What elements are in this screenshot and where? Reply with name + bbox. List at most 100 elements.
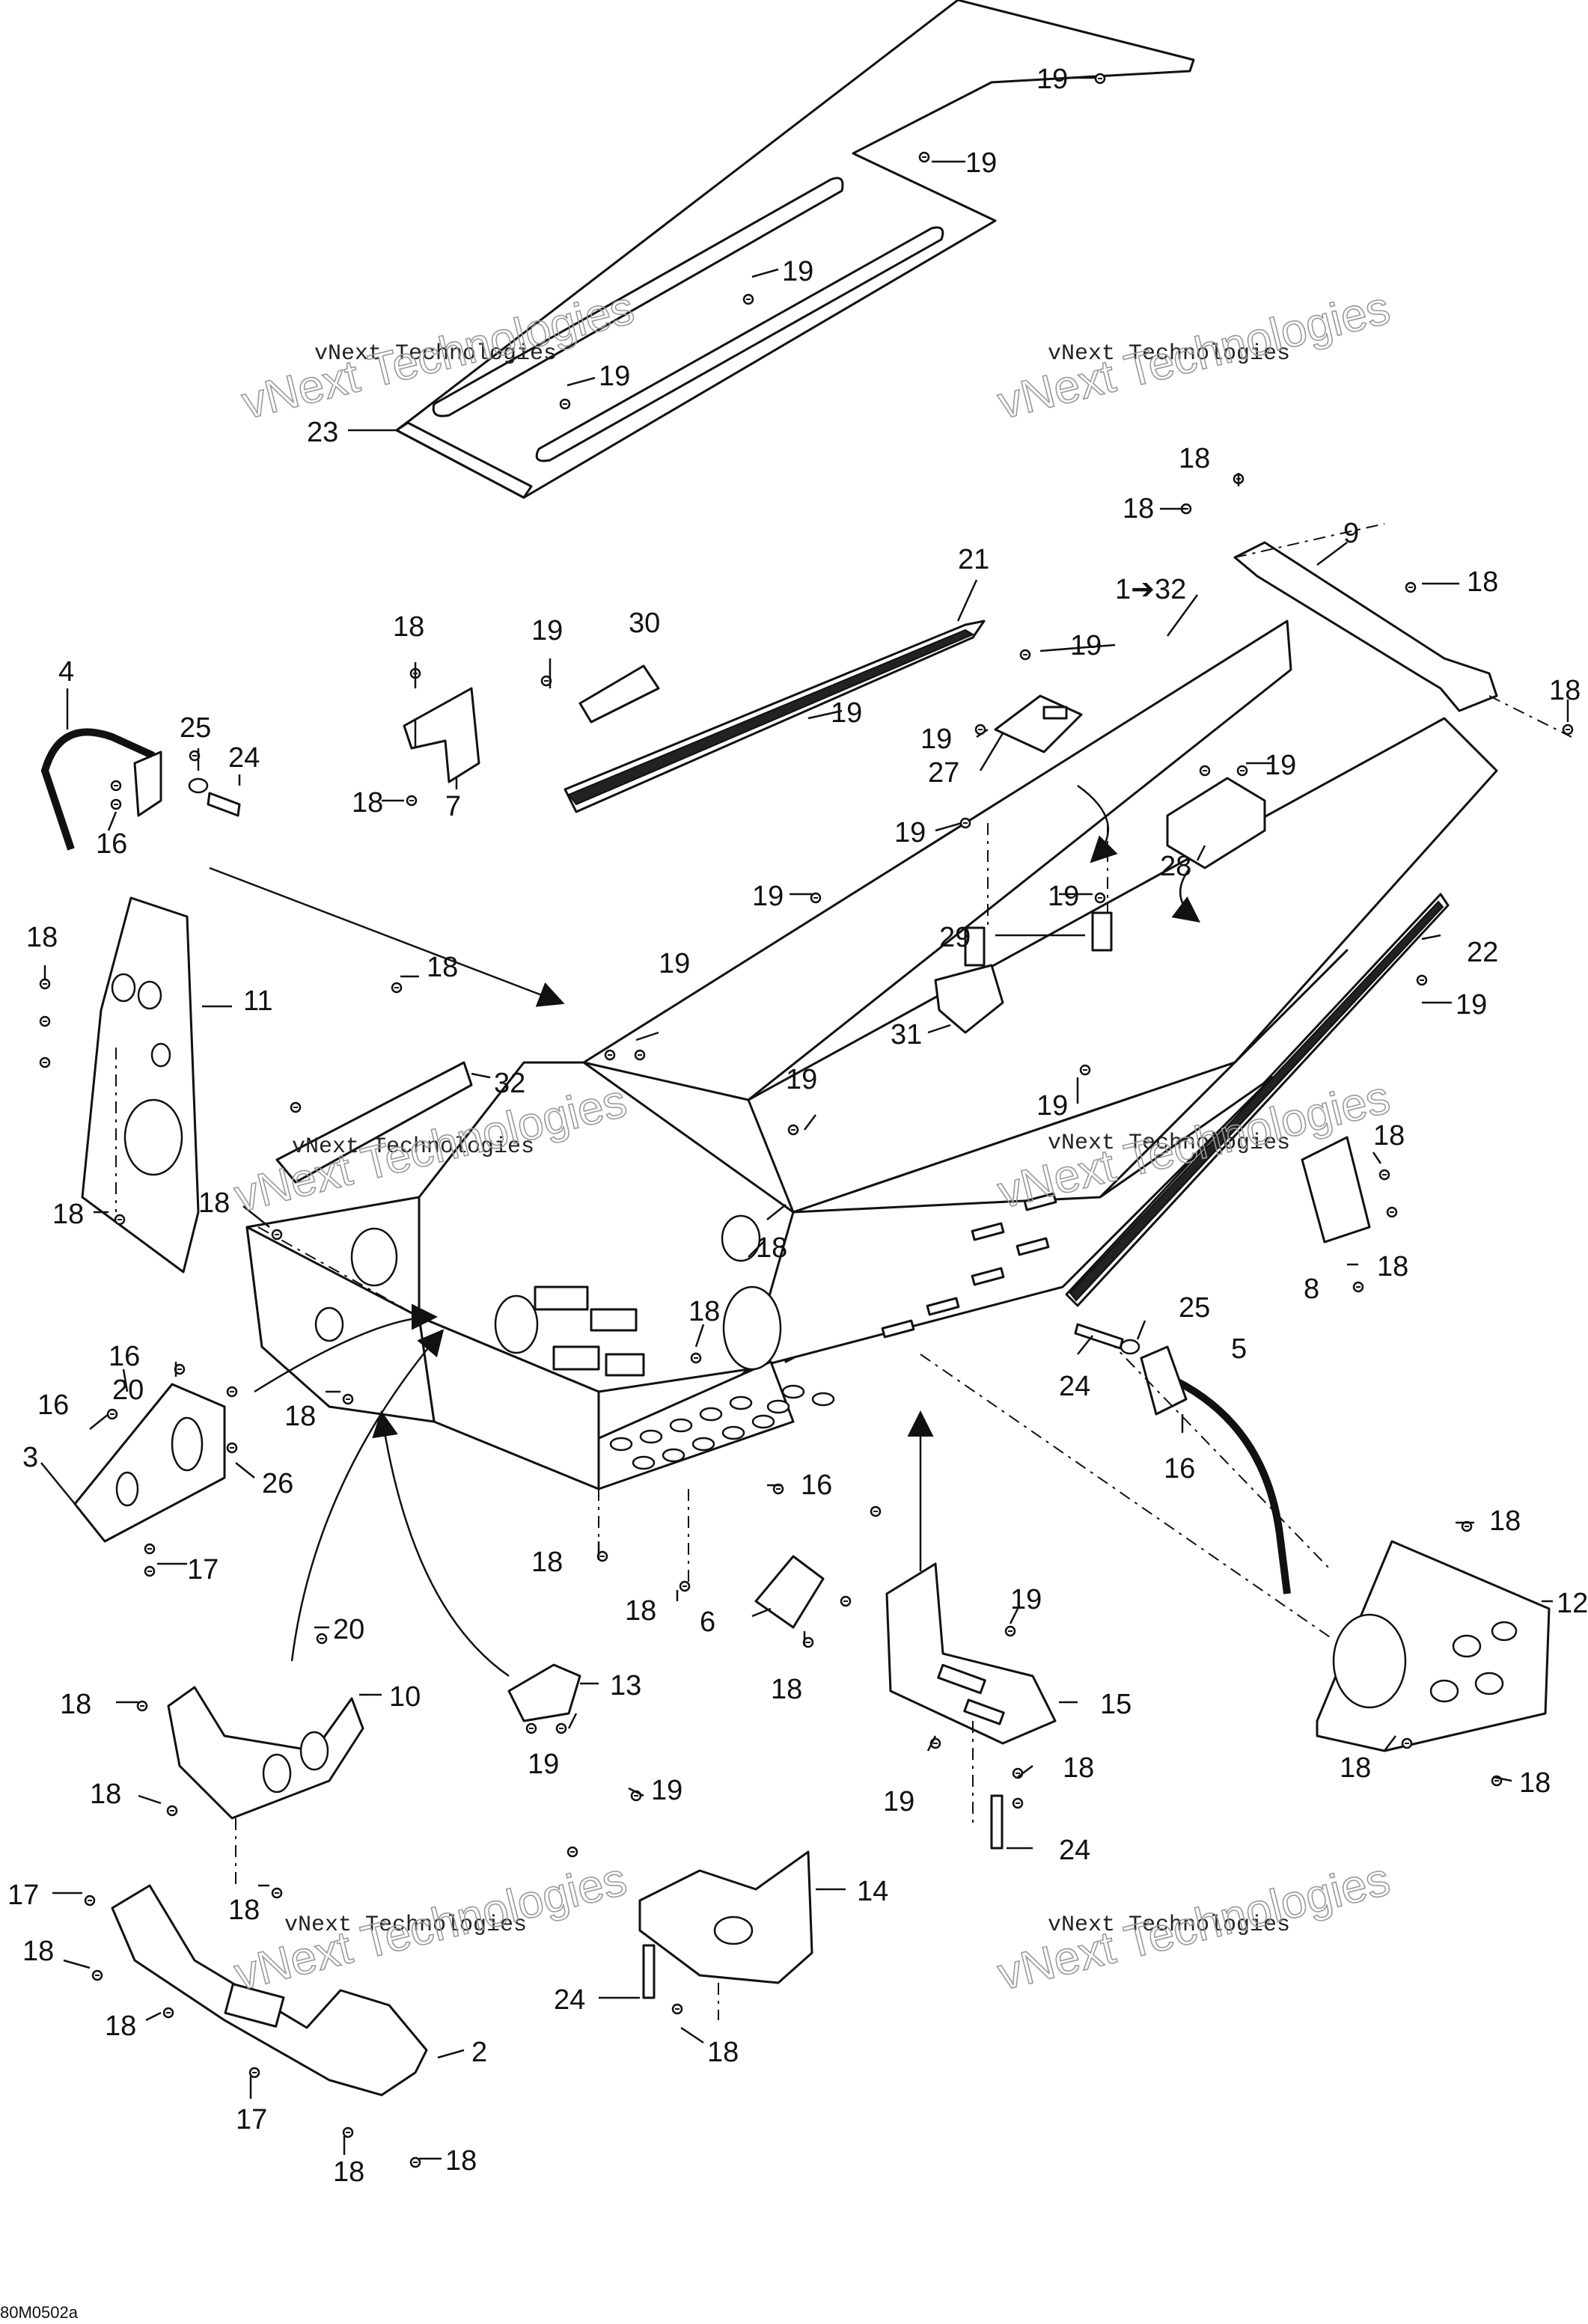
callout-13: 13 xyxy=(610,1670,641,1701)
callout-19: 19 xyxy=(599,361,630,392)
callout-19: 19 xyxy=(752,881,784,912)
callout-19: 19 xyxy=(1070,630,1102,661)
bracket-part-14 xyxy=(638,1850,813,1984)
bracket-part-27 xyxy=(994,694,1083,753)
callout-3: 3 xyxy=(22,1442,38,1473)
callout-19: 19 xyxy=(883,1786,914,1817)
callout-22: 22 xyxy=(1467,937,1498,968)
callout-9: 9 xyxy=(1343,518,1359,549)
callout-18: 18 xyxy=(105,2010,136,2042)
callout-19: 19 xyxy=(1036,64,1068,95)
callout-18: 18 xyxy=(1063,1752,1094,1784)
callout-20: 20 xyxy=(112,1374,144,1406)
watermark-label: vNext Technologies xyxy=(1048,1912,1290,1938)
callout-18: 18 xyxy=(90,1779,121,1810)
floor-holes xyxy=(609,1384,835,1470)
callout-15: 15 xyxy=(1100,1689,1132,1720)
callout-19: 19 xyxy=(1265,750,1296,781)
bracket-part-28 xyxy=(1166,777,1266,869)
callout-19: 19 xyxy=(1036,1090,1068,1122)
bracket-part-3 xyxy=(73,1383,226,1543)
callout-28: 28 xyxy=(1160,851,1191,882)
side-plate-part-11 xyxy=(81,896,200,1273)
callout-18: 18 xyxy=(22,1936,54,1967)
callout-19: 19 xyxy=(1048,881,1079,912)
callout-19: 19 xyxy=(1010,1584,1042,1615)
main-tunnel-frame xyxy=(245,620,1498,1490)
side-plate-part-12 xyxy=(1316,1540,1551,1752)
callout-16: 16 xyxy=(96,828,127,860)
callout-29: 29 xyxy=(939,922,971,953)
callout-19: 19 xyxy=(528,1749,559,1780)
callout-18: 18 xyxy=(198,1187,230,1219)
callout-18: 18 xyxy=(393,611,424,643)
callout-20: 20 xyxy=(333,1614,364,1645)
callout-18: 18 xyxy=(707,2037,739,2068)
bracket-part-6 xyxy=(754,1555,825,1629)
callout-25: 25 xyxy=(180,712,211,744)
callout-17: 17 xyxy=(7,1880,39,1911)
post-part-29 xyxy=(964,911,1113,967)
callout-32: 32 xyxy=(494,1068,525,1099)
callout-18: 18 xyxy=(1340,1752,1371,1784)
callout-1-to-32: 1➔32 xyxy=(1115,574,1186,605)
callout-18: 18 xyxy=(1489,1505,1521,1537)
bracket-part-31 xyxy=(934,964,1004,1034)
callout-19: 19 xyxy=(920,724,952,755)
callout-7: 7 xyxy=(445,791,461,822)
callout-27: 27 xyxy=(928,757,959,789)
callout-6: 6 xyxy=(700,1606,715,1638)
watermark-label: vNext Technologies xyxy=(1048,341,1290,367)
lower-bracket-part-2 xyxy=(111,1884,428,2097)
callout-24: 24 xyxy=(1059,1371,1090,1402)
bracket-part-30 xyxy=(578,664,660,724)
callout-25: 25 xyxy=(1179,1292,1210,1324)
callout-18: 18 xyxy=(352,787,383,819)
callout-19: 19 xyxy=(531,615,563,646)
callout-21: 21 xyxy=(958,544,989,575)
callout-16: 16 xyxy=(801,1470,832,1501)
right-side-strip-part-22 xyxy=(1065,893,1450,1307)
bracket-part-7 xyxy=(403,687,480,783)
callout-18: 18 xyxy=(60,1689,91,1720)
callout-10: 10 xyxy=(389,1681,421,1713)
callout-18: 18 xyxy=(771,1674,802,1705)
watermark-label: vNext Technologies xyxy=(1048,1131,1290,1156)
callout-19: 19 xyxy=(894,817,926,848)
callout-18: 18 xyxy=(1179,443,1210,474)
rear-bracket-part-9 xyxy=(1233,541,1498,712)
callout-labels: 19 19 19 19 23 18 18 9 18 18 1➔32 21 19 … xyxy=(7,64,1588,2188)
diagram-code: 80M0502a xyxy=(0,2303,79,2322)
brace-part-32 xyxy=(275,1061,473,1184)
callout-18: 18 xyxy=(284,1401,316,1432)
floor-slots xyxy=(881,1192,1057,1339)
bracket-part-8 xyxy=(1301,1136,1371,1244)
callout-18: 18 xyxy=(1377,1251,1408,1282)
callout-17: 17 xyxy=(187,1554,219,1585)
callout-19: 19 xyxy=(965,147,997,179)
callout-24: 24 xyxy=(228,742,260,774)
callout-18: 18 xyxy=(531,1547,563,1578)
callout-18: 18 xyxy=(52,1199,84,1230)
callout-18: 18 xyxy=(26,922,58,953)
callout-30: 30 xyxy=(629,608,660,639)
watermark-label: vNext Technologies xyxy=(314,341,557,367)
callout-18: 18 xyxy=(1123,493,1154,525)
washers-part-25 xyxy=(188,777,1140,1355)
callout-19: 19 xyxy=(782,256,813,287)
callout-16: 16 xyxy=(37,1389,69,1421)
callout-26: 26 xyxy=(262,1468,293,1499)
callout-4: 4 xyxy=(58,656,74,688)
callout-18: 18 xyxy=(228,1895,260,1926)
callout-11: 11 xyxy=(243,985,272,1017)
callout-18: 18 xyxy=(1519,1767,1551,1799)
callout-18: 18 xyxy=(445,2145,477,2177)
callout-18: 18 xyxy=(1549,675,1581,706)
handle-part-4 xyxy=(40,728,162,851)
callout-18: 18 xyxy=(1373,1120,1405,1152)
callout-17: 17 xyxy=(236,2104,267,2135)
callout-19: 19 xyxy=(831,697,862,729)
callout-2: 2 xyxy=(471,2037,487,2068)
running-board-protector-part-23 xyxy=(395,0,1195,499)
